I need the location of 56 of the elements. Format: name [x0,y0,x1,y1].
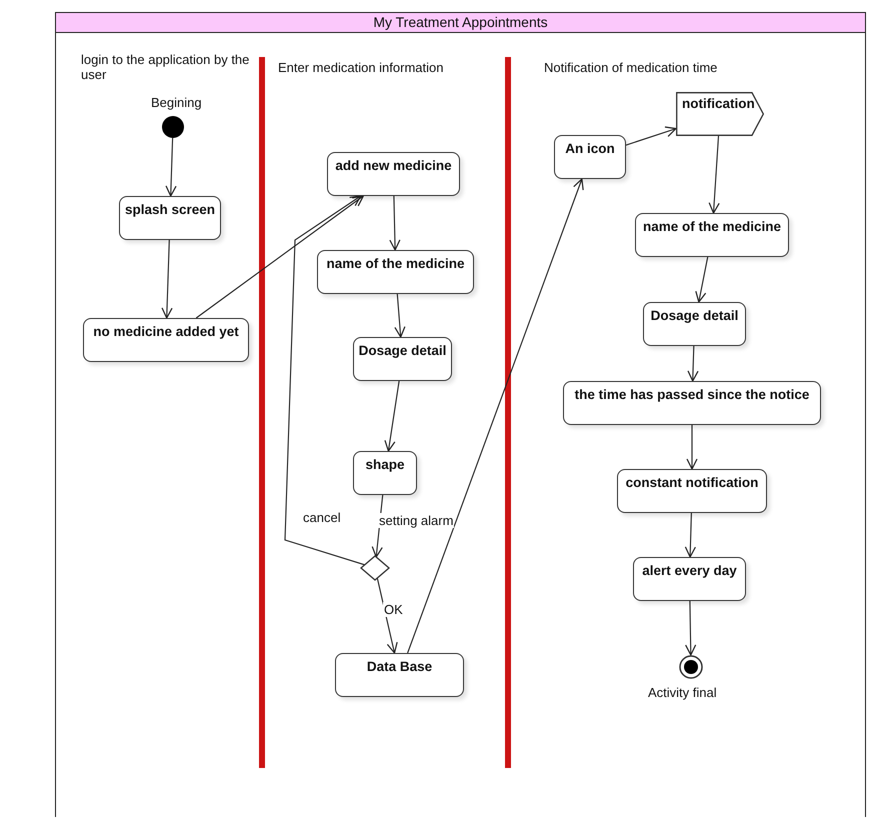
arrow [407,178,584,654]
action-box [317,250,474,294]
action-box [83,318,249,362]
action-label: Data Base [366,658,434,675]
signal-shape [676,92,764,136]
action-box [563,381,821,425]
lane-heading: login to the application by the user [81,52,250,82]
action-box [335,653,464,697]
edge-label: OK [383,602,404,617]
arrow [161,240,173,319]
lane-heading: Notification of medication time [544,60,718,75]
action-label: Dosage detail [358,342,448,359]
action-label: shape [364,456,406,473]
lane-heading: Enter medication information [278,60,444,75]
action-box [617,469,767,513]
action-label: splash screen [124,201,216,218]
edge-label: cancel [302,510,342,525]
action-label: name of the medicine [642,218,782,235]
arrow [685,601,696,656]
action-label: An icon [564,140,616,157]
arrow [196,195,364,318]
arrow [695,256,708,303]
action-box [353,451,417,495]
action-box [327,152,460,196]
edge-label: setting alarm [378,513,454,528]
action-label: constant notification [624,474,760,491]
start-node [162,116,184,138]
arrow [389,196,400,251]
action-label: name of the medicine [325,255,466,272]
arrow [684,512,696,558]
node-caption: Activity final [648,685,717,700]
arrow [686,425,698,470]
action-label: alert every day [641,562,738,579]
action-label: Dosage detail [650,307,740,324]
action-label: the time has passed since the notice [574,386,810,403]
action-box [635,213,789,257]
action-box [119,196,221,240]
arrow [687,346,699,382]
arrow [626,126,677,146]
action-box [643,302,746,346]
decision-diamond [361,556,389,580]
action-box [554,135,626,179]
action-box [353,337,452,381]
end-node [679,655,703,679]
action-label: no medicine added yet [92,323,240,340]
node-caption: Begining [151,95,202,110]
action-label: notification [682,96,755,111]
arrow [376,578,398,654]
arrow [384,380,400,452]
action-label: add new medicine [334,157,453,174]
arrow [394,294,406,338]
arrow [165,138,177,197]
title-text: My Treatment Appointments [373,14,548,30]
action-box [633,557,746,601]
arrow [284,195,365,566]
arrow [708,136,720,214]
